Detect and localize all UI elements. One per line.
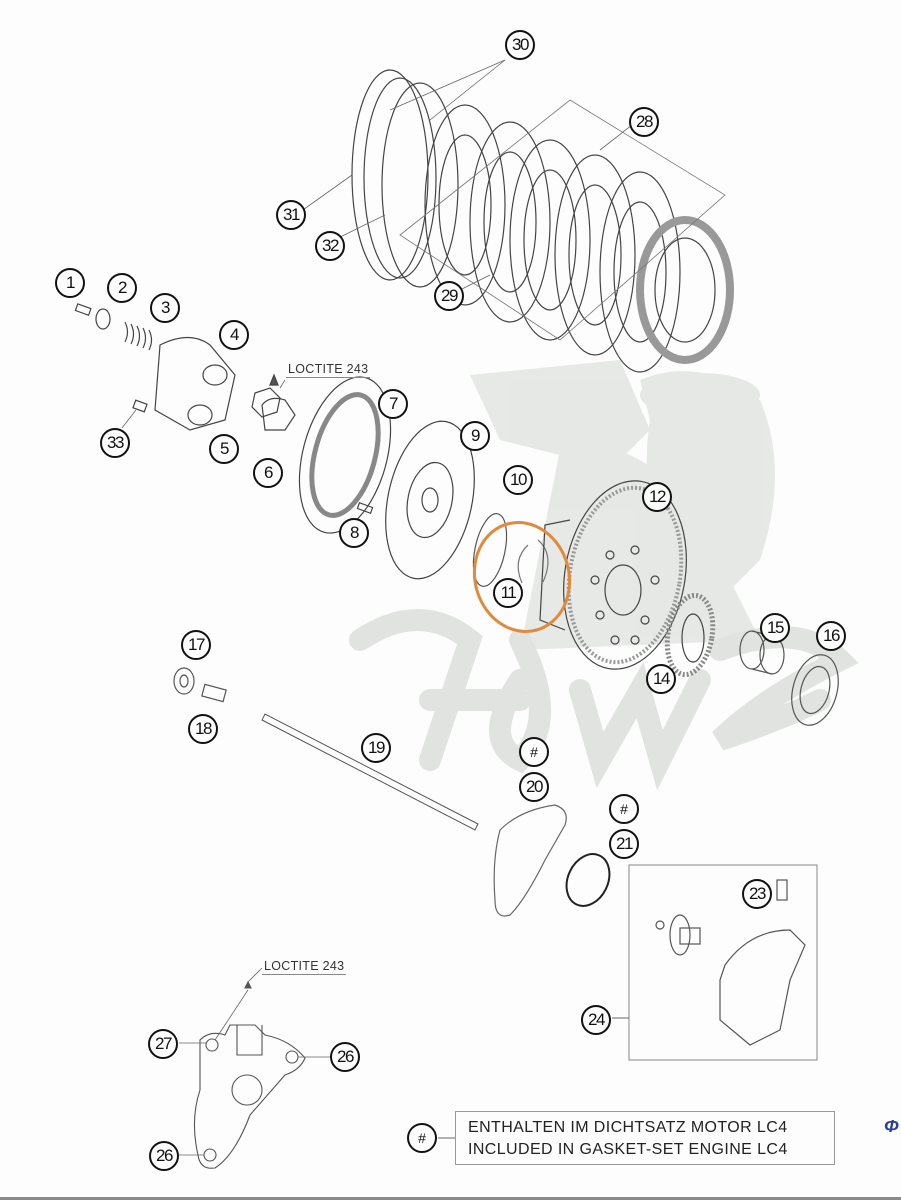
slave-cylinder-box [628, 864, 818, 1061]
primary-gear [664, 592, 716, 678]
callout-20[interactable]: 20 [519, 772, 549, 802]
half-rings [517, 539, 549, 584]
callout-2[interactable]: 2 [107, 273, 137, 303]
callout-11[interactable]: 11 [493, 578, 523, 608]
callout-6[interactable]: 6 [253, 458, 283, 488]
callout-4[interactable]: 4 [219, 320, 249, 350]
callout-16[interactable]: 16 [816, 621, 846, 651]
callout-24[interactable]: 24 [581, 1005, 611, 1035]
callout-26-upper[interactable]: 26 [330, 1042, 360, 1072]
watermark-logo-script [349, 609, 859, 791]
push-rod [261, 713, 479, 831]
callout-hash-20[interactable]: # [519, 737, 549, 767]
callout-31[interactable]: 31 [276, 200, 306, 230]
callout-18[interactable]: 18 [188, 714, 218, 744]
pressure-plate-group [74, 303, 296, 431]
callout-14[interactable]: 14 [646, 664, 676, 694]
legend-line-english: INCLUDED IN GASKET-SET ENGINE LC4 [468, 1141, 788, 1158]
callout-26-lower[interactable]: 26 [149, 1141, 179, 1171]
callout-9[interactable]: 9 [460, 421, 490, 451]
seal-and-bushing [173, 667, 227, 703]
callout-29[interactable]: 29 [434, 281, 464, 311]
clutch-hub [385, 420, 475, 580]
bottom-border [0, 1197, 901, 1200]
callout-8[interactable]: 8 [339, 518, 369, 548]
edge-glyph: Φ [884, 1116, 899, 1136]
loctite-label-lower: LOCTITE 243 [262, 959, 347, 975]
callout-30[interactable]: 30 [505, 30, 535, 60]
watermark-mechanic-figure [470, 360, 775, 650]
thrust-washer-outer [791, 654, 839, 726]
slave-cylinder [655, 879, 806, 1046]
callout-5[interactable]: 5 [209, 434, 239, 464]
o-ring [565, 853, 611, 907]
callout-hash-21[interactable]: # [609, 794, 639, 824]
callout-28[interactable]: 28 [629, 107, 659, 137]
legend-line-german: ENTHALTEN IM DICHTSATZ MOTOR LC4 [468, 1119, 788, 1136]
callout-15[interactable]: 15 [760, 613, 790, 643]
callout-17[interactable]: 17 [181, 630, 211, 660]
callout-10[interactable]: 10 [503, 465, 533, 495]
callout-19[interactable]: 19 [361, 733, 391, 763]
highlight-circle [472, 520, 572, 634]
callout-12[interactable]: 12 [642, 482, 672, 512]
callout-23[interactable]: 23 [742, 879, 772, 909]
legend-hash-symbol: # [407, 1123, 437, 1153]
callout-7[interactable]: 7 [378, 389, 408, 419]
callout-32[interactable]: 32 [315, 231, 345, 261]
legend-box: ENTHALTEN IM DICHTSATZ MOTOR LC4 INCLUDE… [455, 1111, 835, 1165]
callout-33[interactable]: 33 [100, 428, 130, 458]
clutch-plate-stack [299, 59, 734, 373]
thrust-washer [472, 513, 508, 587]
callout-1[interactable]: 1 [55, 268, 85, 298]
clutch-cover-flange [179, 967, 330, 1169]
loctite-label-upper: LOCTITE 243 [286, 362, 371, 378]
callout-27[interactable]: 27 [148, 1029, 178, 1059]
callout-3[interactable]: 3 [150, 293, 180, 323]
callout-21[interactable]: 21 [609, 829, 639, 859]
gasket [493, 804, 567, 917]
